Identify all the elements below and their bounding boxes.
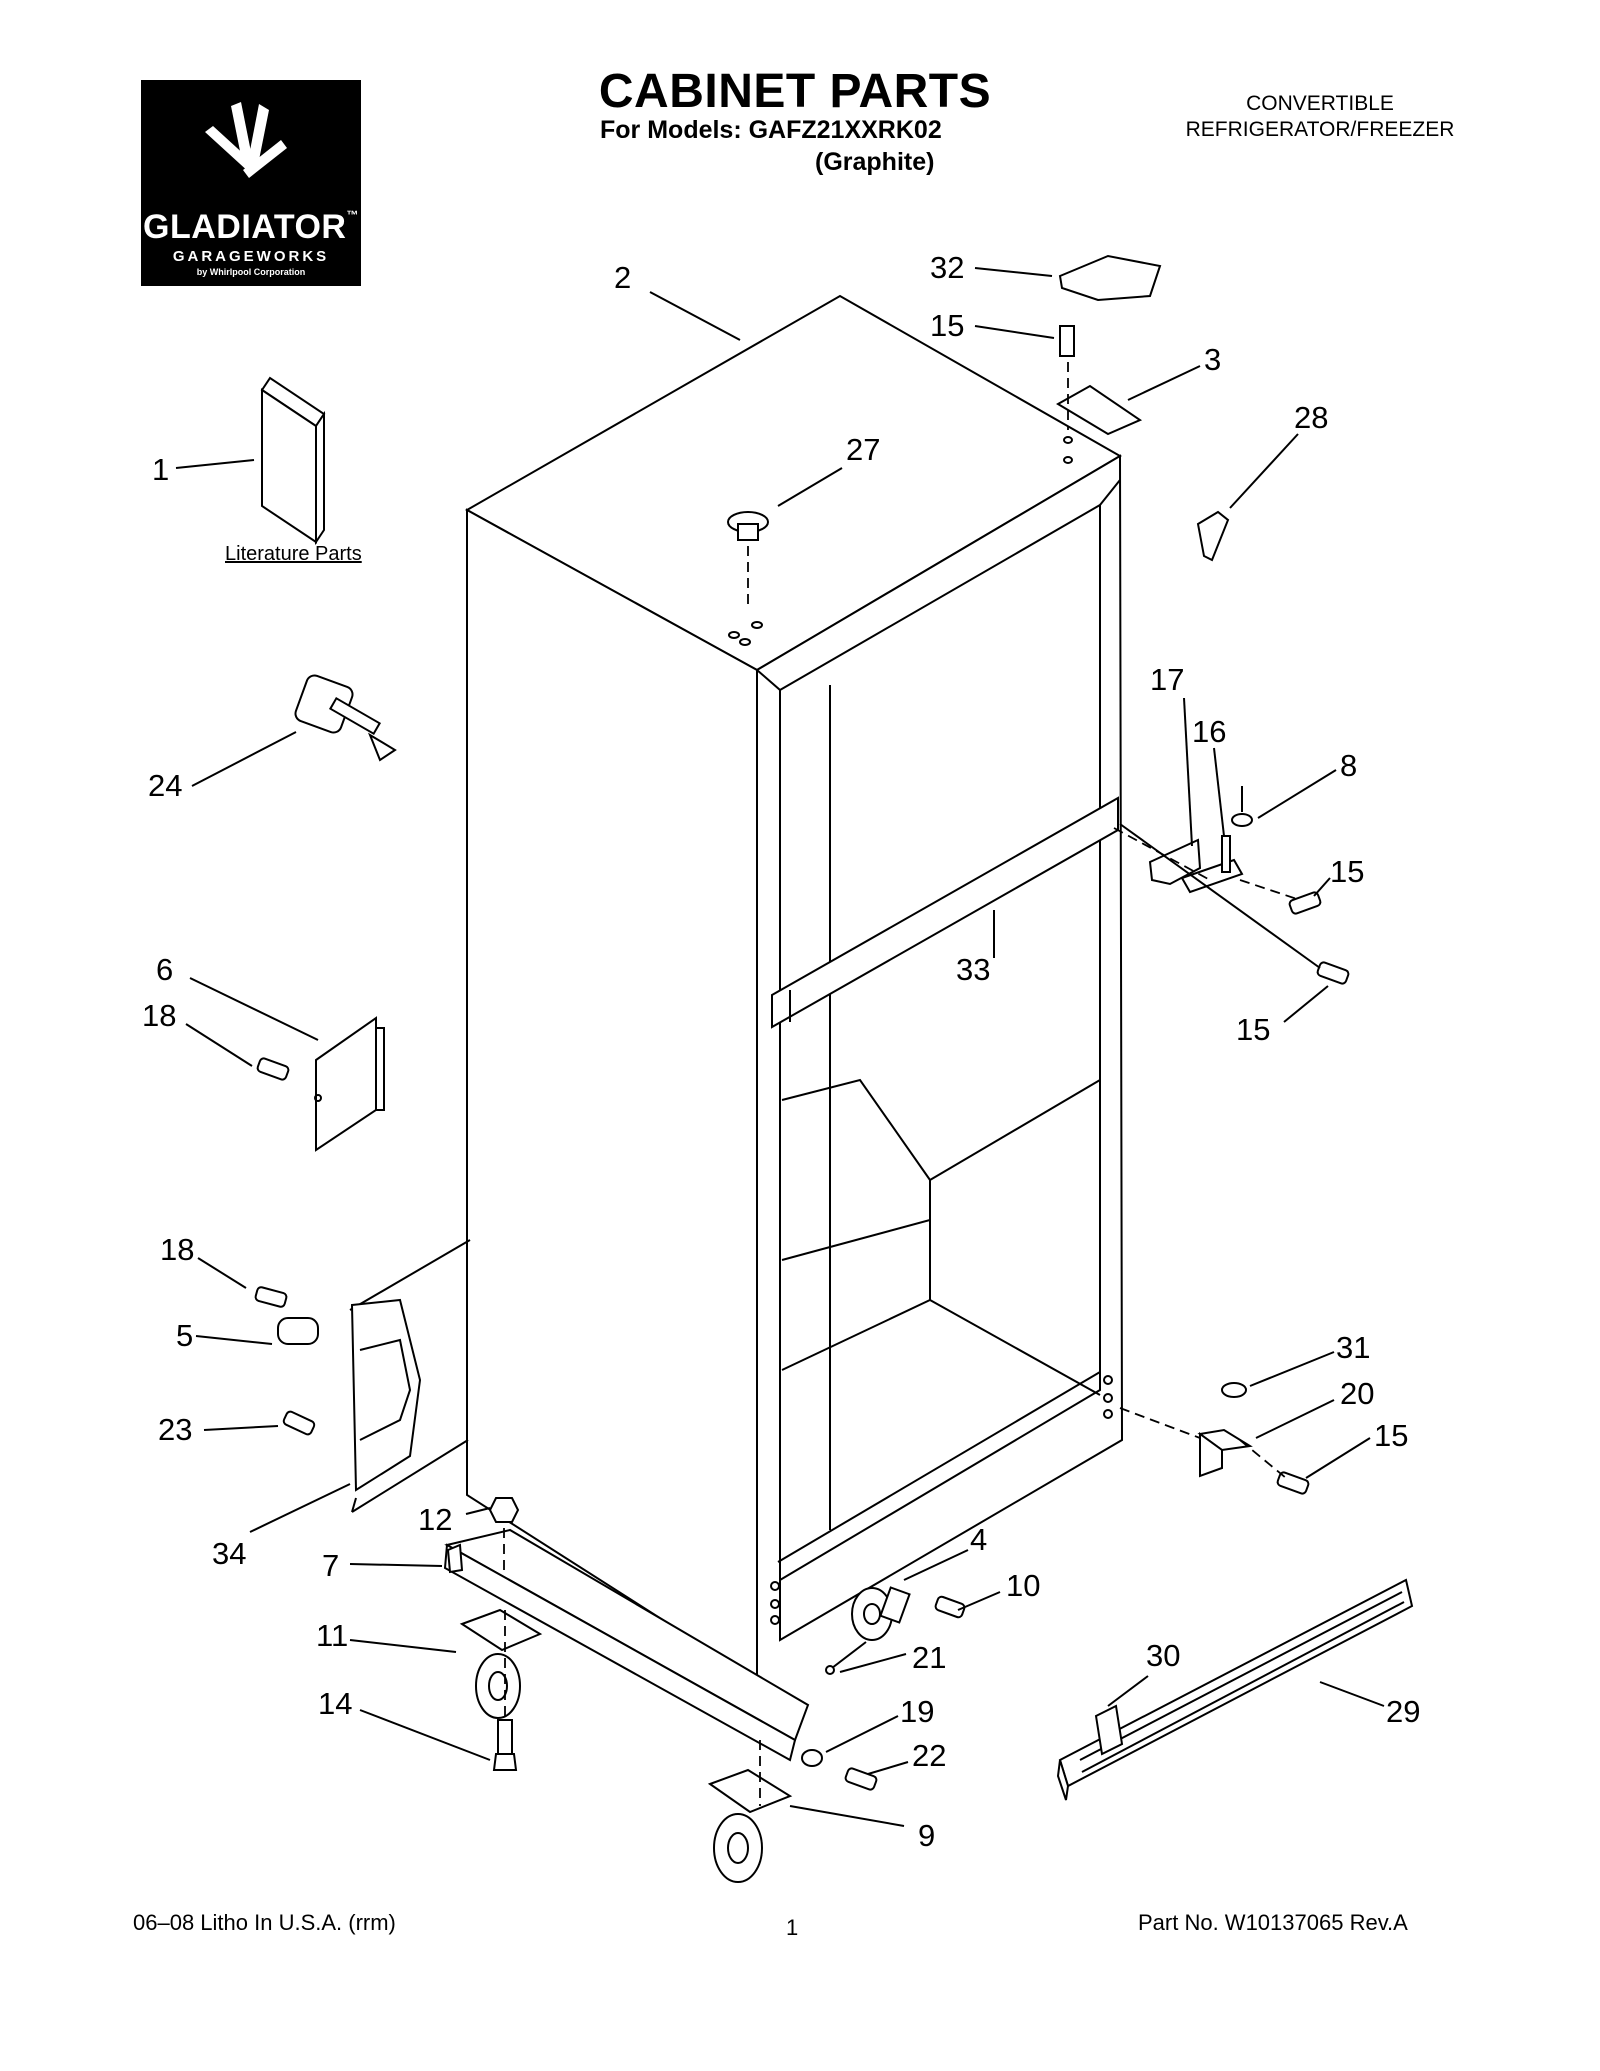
part-6-cover-plate: [314, 1016, 385, 1152]
callout-9: 9: [918, 1818, 935, 1853]
model-number: For Models: GAFZ21XXRK02: [600, 116, 942, 144]
part-21-axle-pin: [825, 1641, 867, 1675]
callout-18-upper: 18: [142, 998, 176, 1033]
callout-17: 17: [1150, 662, 1184, 697]
part-29-toe-grille: [1056, 1578, 1414, 1801]
footer-part-number: Part No. W10137065 Rev.A: [1138, 1910, 1408, 1935]
callout-31: 31: [1336, 1330, 1370, 1365]
brand-logo: GLADIATOR™ GARAGEWORKS by Whirlpool Corp…: [141, 80, 361, 286]
callout-12: 12: [418, 1502, 452, 1537]
part-4-front-caster: [851, 1586, 911, 1641]
footer-page-number: 1: [786, 1915, 799, 1940]
part-30-grille-clip: [1094, 1704, 1124, 1756]
callout-32: 32: [930, 250, 964, 285]
callout-28: 28: [1294, 400, 1328, 435]
callout-34: 34: [212, 1536, 246, 1571]
callout-21: 21: [912, 1640, 946, 1675]
part-31-washer: [1221, 1382, 1247, 1398]
callout-22: 22: [912, 1738, 946, 1773]
part-14-bolt: [492, 1719, 518, 1771]
part-8-washer: [1231, 786, 1253, 827]
callout-numbers: 2 32 15 3 28 1 27 24 17 16 8 15 33 15 6 …: [142, 250, 1420, 1853]
part-15-screw-center-a: [1288, 891, 1322, 915]
part-15-screw-top: [1059, 325, 1075, 357]
callout-7: 7: [322, 1548, 339, 1583]
callout-leaders: [175, 267, 1385, 1827]
part-9-caster: [707, 1768, 793, 1883]
callout-23: 23: [158, 1412, 192, 1447]
callout-4: 4: [970, 1522, 987, 1557]
part-32-hinge-cover: [1058, 254, 1162, 302]
callout-27: 27: [846, 432, 880, 467]
part-11-caster: [459, 1608, 543, 1719]
callout-3: 3: [1204, 342, 1221, 377]
model-color: (Graphite): [815, 148, 935, 176]
part-20-bottom-hinge: [1197, 1428, 1253, 1478]
callout-19: 19: [900, 1694, 934, 1729]
part-15-screw-center-b: [1316, 961, 1350, 985]
part-34-lower-hinge-bracket: [349, 1239, 471, 1513]
part-23-screw: [282, 1410, 316, 1436]
callout-30: 30: [1146, 1638, 1180, 1673]
callout-15-top: 15: [930, 308, 964, 343]
product-type-line2: REFRIGERATOR/FREEZER: [1185, 118, 1455, 141]
footer-print-info: 06–08 Litho In U.S.A. (rrm): [133, 1910, 396, 1935]
callout-15-center-b: 15: [1236, 1012, 1270, 1047]
callout-20: 20: [1340, 1376, 1374, 1411]
part-28-hinge-cap: [1196, 510, 1230, 562]
callout-1: 1: [152, 452, 169, 487]
callout-24: 24: [148, 768, 182, 803]
part-18-screw-lower: [254, 1286, 288, 1308]
callout-15-bottom: 15: [1374, 1418, 1408, 1453]
callout-5: 5: [176, 1318, 193, 1353]
callout-10: 10: [1006, 1568, 1040, 1603]
part-7-bottom-rail: [443, 1528, 810, 1762]
part-16-hinge-pin-plate: [1180, 835, 1244, 894]
part-10-screw: [934, 1595, 966, 1619]
part-5-clamp: [277, 1317, 319, 1345]
callout-8: 8: [1340, 748, 1357, 783]
logo-subtitle: GARAGEWORKS: [172, 248, 330, 265]
callout-2: 2: [614, 260, 631, 295]
part-27-plug: [727, 511, 769, 541]
part-3-top-hinge: [1056, 384, 1143, 436]
part-15-screw-bottom: [1276, 1471, 1310, 1495]
callout-29: 29: [1386, 1694, 1420, 1729]
part-24-hinge-pin: [294, 674, 397, 762]
part-22-bolt: [844, 1767, 878, 1791]
part-19-washer: [801, 1749, 823, 1767]
callout-11: 11: [316, 1618, 348, 1653]
logo-wordmark: GLADIATOR™: [143, 208, 359, 246]
page-title: CABINET PARTS: [598, 65, 992, 118]
cabinet-shell: [464, 294, 1124, 1682]
logo-blades-icon: [205, 102, 287, 178]
logo-corporation: by Whirlpool Corporation: [196, 267, 306, 277]
literature-parts-label: Literature Parts: [225, 543, 362, 565]
product-type-line1: CONVERTIBLE: [1246, 92, 1394, 115]
literature-parts-booklet: [260, 376, 326, 546]
callout-15-center-a: 15: [1330, 854, 1364, 889]
part-12-nut: [488, 1497, 520, 1523]
callout-14: 14: [318, 1686, 352, 1721]
callout-33: 33: [956, 952, 990, 987]
callout-6: 6: [156, 952, 173, 987]
part-18-screw-upper: [256, 1057, 290, 1081]
assembly-lines: [503, 362, 1321, 1806]
callout-18-lower: 18: [160, 1232, 194, 1267]
callout-16: 16: [1192, 714, 1226, 749]
